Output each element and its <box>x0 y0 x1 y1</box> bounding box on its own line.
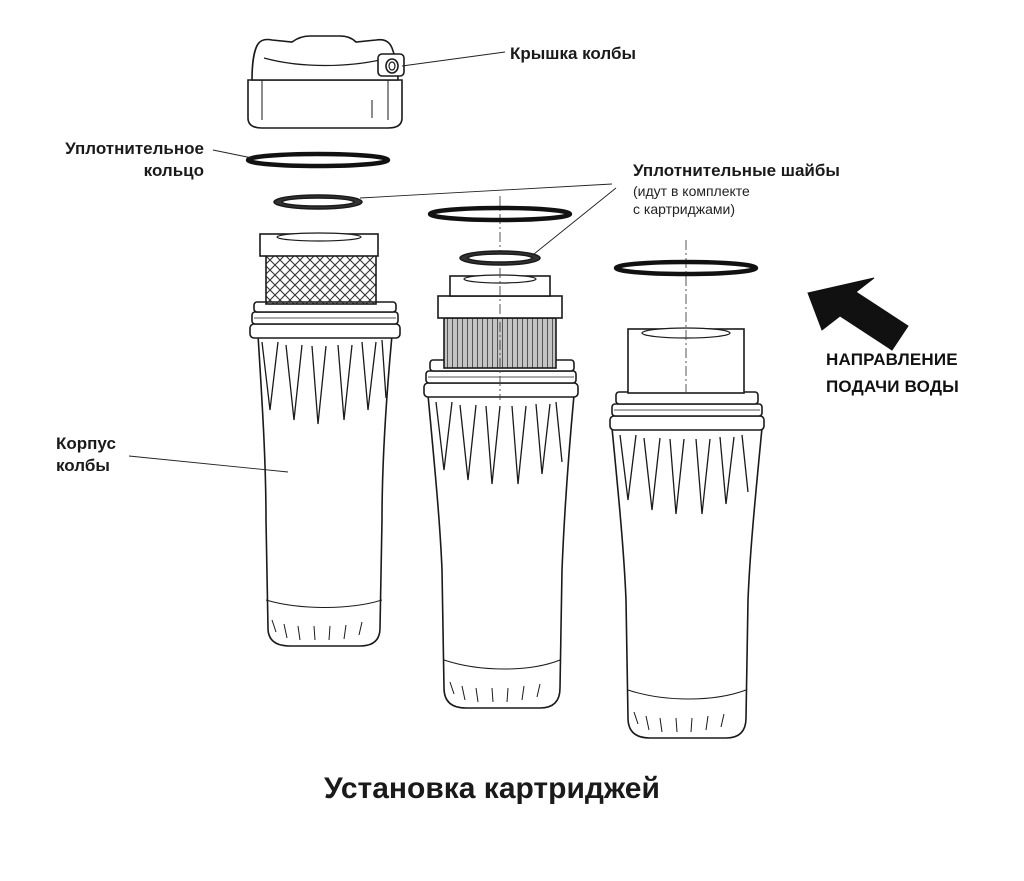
o-ring-middle <box>427 205 573 223</box>
o-rings <box>245 151 759 277</box>
housing-right-ribs <box>619 434 749 515</box>
o-ring-left <box>245 151 391 169</box>
housing-label-line1: Корпус <box>56 434 116 453</box>
water-direction-arrow <box>807 277 909 351</box>
housing-left-ribs <box>261 339 387 425</box>
housing-right <box>609 391 765 739</box>
axis-lines <box>499 196 687 400</box>
housing-label-line2: колбы <box>56 456 110 475</box>
housing-cap <box>247 35 405 129</box>
leader-lines <box>128 51 617 473</box>
washers <box>273 194 541 266</box>
washers-label: Уплотнительные шайбы <box>633 161 840 180</box>
cap-label: Крышка колбы <box>510 44 636 63</box>
housing-middle <box>423 359 579 709</box>
housing-left <box>249 301 401 647</box>
o-ring-label-line2: кольцо <box>143 161 204 180</box>
direction-label-line2: ПОДАЧИ ВОДЫ <box>826 377 960 396</box>
direction-label-line1: НАПРАВЛЕНИЕ <box>826 350 958 369</box>
o-ring-right <box>613 259 759 277</box>
washers-note-line1: (идут в комплекте <box>633 183 750 199</box>
cartridge-mesh <box>259 232 379 305</box>
o-ring-label-line1: Уплотнительное <box>65 139 204 158</box>
page-title: Установка картриджей <box>324 772 660 805</box>
housing-middle-ribs <box>435 401 563 485</box>
washers-note-line2: с картриджами) <box>633 201 736 217</box>
